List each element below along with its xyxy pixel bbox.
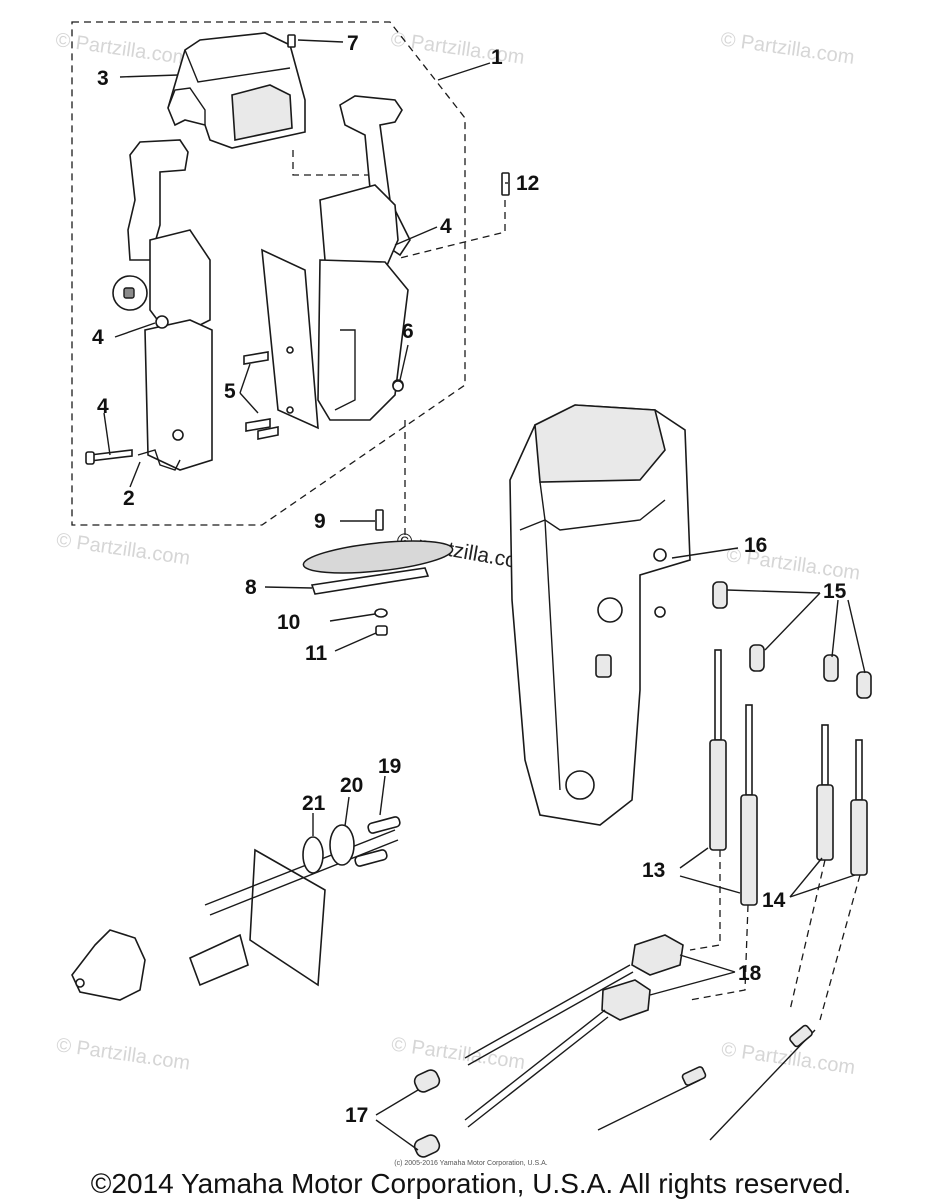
callout-14: 14 [762, 889, 786, 912]
callout-2: 2 [123, 487, 135, 510]
washer-part-6 [392, 380, 404, 392]
callout-17: 17 [345, 1104, 368, 1127]
cable-ends-part-15 [712, 581, 872, 699]
callout-4-left-lever: 4 [92, 326, 104, 349]
pad-part-8 [302, 540, 454, 595]
callout-4-bolt: 4 [97, 395, 109, 418]
copyright-footer: ©2014 Yamaha Motor Corporation, U.S.A. A… [90, 1168, 852, 1199]
callout-21: 21 [302, 792, 326, 815]
bolt-part-4 [85, 449, 133, 465]
cover-part-3 [167, 32, 306, 149]
gasket-plate [261, 248, 319, 430]
callout-11: 11 [305, 642, 328, 665]
callout-20: 20 [340, 774, 363, 797]
screw-part-9 [375, 509, 384, 531]
cable-part-13 [709, 649, 758, 906]
cable-part-14 [816, 724, 868, 876]
left-lever-part-4 [112, 139, 213, 471]
nut-part-11 [375, 625, 388, 636]
callout-19: 19 [378, 755, 401, 778]
leader-lines [103, 39, 866, 1151]
throttle-cables [464, 964, 816, 1141]
watermark-top-right: © Partzilla.com [719, 28, 856, 69]
callout-16: 16 [744, 534, 767, 557]
remote-control-assembly-outline [71, 21, 506, 545]
callout-8: 8 [245, 576, 257, 599]
watermark-top-center: © Partzilla.com [389, 28, 526, 69]
pins-part-19 [354, 816, 401, 867]
plate-part-20 [329, 824, 355, 866]
callout-7: 7 [347, 32, 359, 55]
cable-guide-lines [689, 850, 861, 1021]
callout-18: 18 [738, 962, 762, 985]
callout-5: 5 [224, 380, 236, 403]
clip-part-2 [137, 449, 181, 471]
watermark-mid-left: © Partzilla.com [55, 529, 192, 570]
callout-12: 12 [516, 172, 539, 195]
small-copyright: (c) 2005-2016 Yamaha Motor Corporation, … [394, 1160, 548, 1167]
watermark-top-left: © Partzilla.com [54, 29, 191, 70]
callout-9: 9 [314, 510, 326, 533]
callout-10: 10 [277, 611, 300, 634]
callout-15: 15 [823, 580, 847, 603]
callout-6: 6 [402, 320, 414, 343]
screw-part-12 [501, 172, 510, 196]
washer-part-10 [374, 608, 388, 618]
screws-part-5 [243, 351, 279, 440]
right-lever-part-4 [317, 95, 411, 421]
adapter-part-18 [601, 934, 684, 1021]
watermark-bottom-left: © Partzilla.com [55, 1034, 192, 1075]
watermark-bottom-center: © Partzilla.com [390, 1033, 527, 1074]
bracket-assembly [71, 829, 399, 1001]
remote-control-housing [509, 404, 691, 826]
screw-part-7 [287, 34, 296, 48]
callout-13: 13 [642, 859, 665, 882]
gasket-part-21 [302, 836, 324, 874]
callout-1: 1 [491, 46, 503, 69]
callout-4-right-lever: 4 [440, 215, 452, 238]
callout-3: 3 [97, 67, 109, 90]
end-caps-part-17 [413, 1069, 441, 1158]
